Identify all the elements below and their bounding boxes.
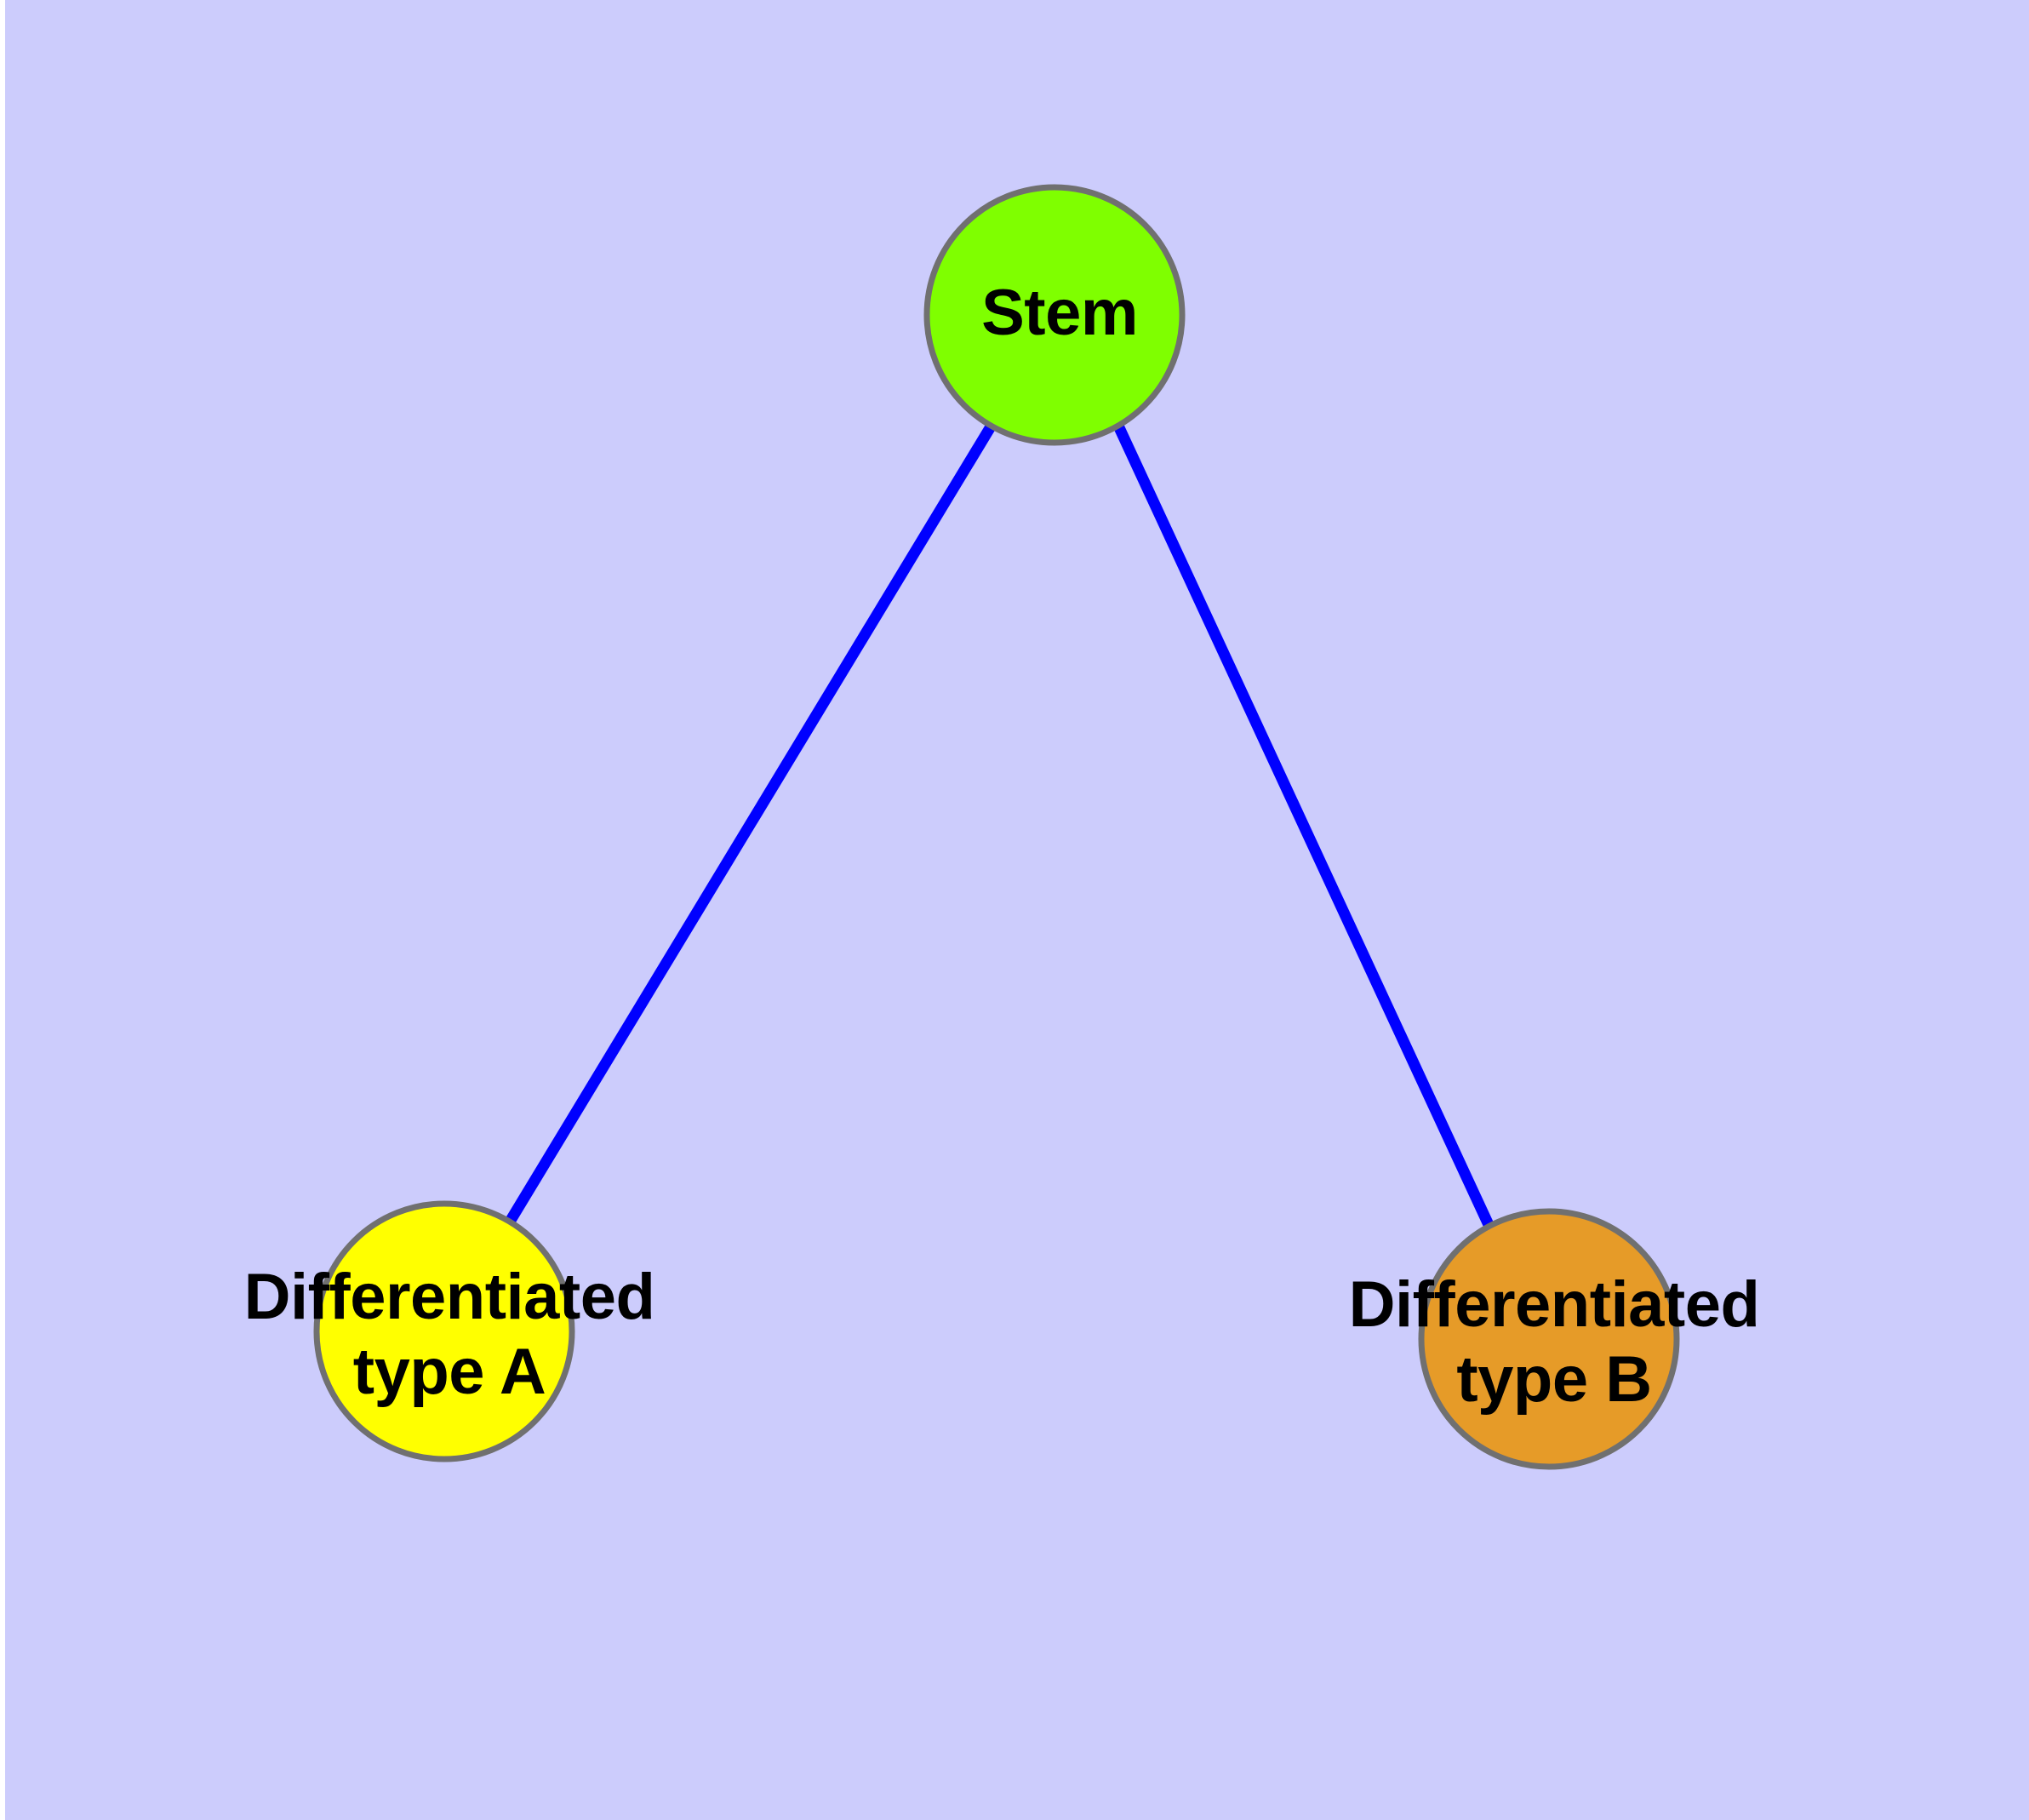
edge-layer (502, 421, 1495, 1231)
graph-svg (313, 184, 1680, 1470)
edge-stem-to-differentiated-type-a[interactable] (502, 421, 997, 1229)
node-differentiated-type-b[interactable] (1418, 1208, 1680, 1470)
edge-stem-to-differentiated-type-b[interactable] (1112, 421, 1495, 1231)
node-stem[interactable] (923, 184, 1186, 446)
node-differentiated-type-a[interactable] (313, 1200, 575, 1462)
node-layer (313, 184, 1680, 1470)
